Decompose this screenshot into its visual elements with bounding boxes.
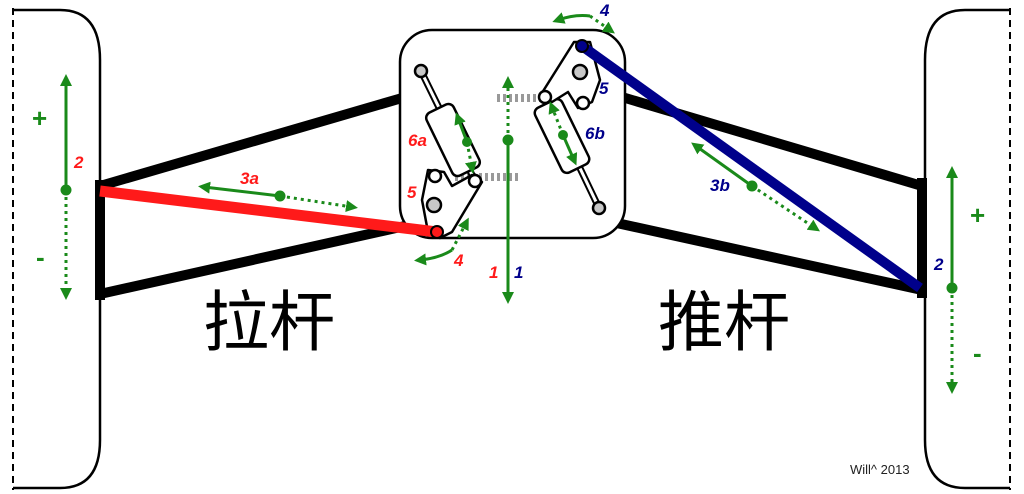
label-5-left: 5 [407, 183, 417, 202]
label-3a: 3a [240, 169, 259, 188]
left-minus-sign: - [36, 242, 45, 272]
label-6b: 6b [585, 124, 605, 143]
motion-arrows [60, 12, 958, 394]
label-4-right: 4 [599, 1, 610, 20]
label-4-left: 4 [453, 251, 464, 270]
label-1-right: 1 [514, 263, 523, 282]
left-plus-sign: + [32, 103, 47, 133]
label-right-wheel: 2 [933, 255, 944, 274]
left-control-arms [95, 93, 410, 299]
push-rod-joint [575, 39, 589, 53]
left-rocker [420, 168, 484, 240]
label-6a: 6a [408, 131, 427, 150]
label-left-wheel: 2 [73, 153, 84, 172]
label-1-left: 1 [489, 263, 498, 282]
pull-rod-title: 拉杆 [203, 284, 335, 361]
push-rod-title: 推杆 [658, 284, 790, 361]
right-minus-sign: - [973, 338, 982, 368]
left-wheel [12, 8, 102, 490]
right-upright [917, 178, 927, 298]
pull-rod [99, 185, 438, 238]
right-wheel [923, 8, 1011, 490]
push-rod [579, 41, 923, 293]
pull-rod-joint [430, 225, 444, 239]
left-upright [95, 180, 105, 300]
right-plus-sign: + [970, 200, 985, 230]
label-3b: 3b [710, 176, 730, 195]
left-rocker-pivot [425, 196, 443, 214]
right-rocker-pivot [571, 63, 589, 81]
credit: Will^ 2013 [850, 462, 910, 477]
right-rocker [537, 40, 602, 111]
label-5-right: 5 [599, 79, 609, 98]
